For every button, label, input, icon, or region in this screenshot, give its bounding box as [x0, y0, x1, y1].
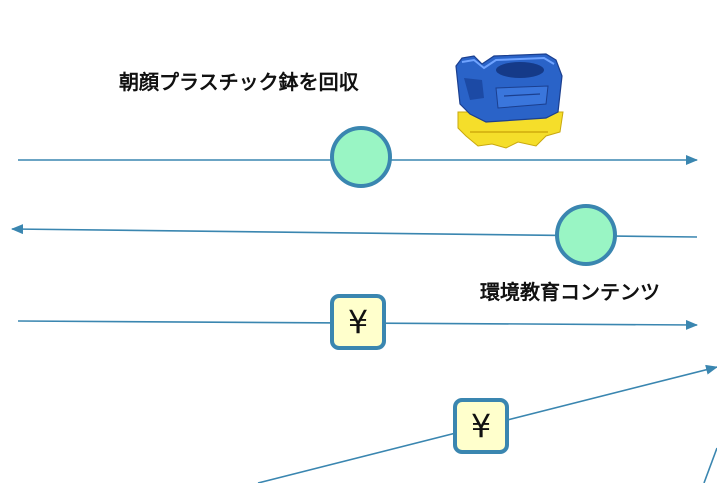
flow-node-circle-education	[555, 204, 617, 266]
pot-collection-label: 朝顔プラスチック鉢を回収	[119, 70, 360, 94]
yen-payment-box-1: ¥	[330, 294, 386, 350]
flow-node-circle-pot	[330, 126, 392, 188]
pot-icon	[455, 53, 564, 149]
yen-payment-box-2: ¥	[453, 398, 509, 454]
education-content-label: 環境教育コンテンツ	[480, 280, 660, 304]
flow-line-partial	[703, 447, 717, 483]
